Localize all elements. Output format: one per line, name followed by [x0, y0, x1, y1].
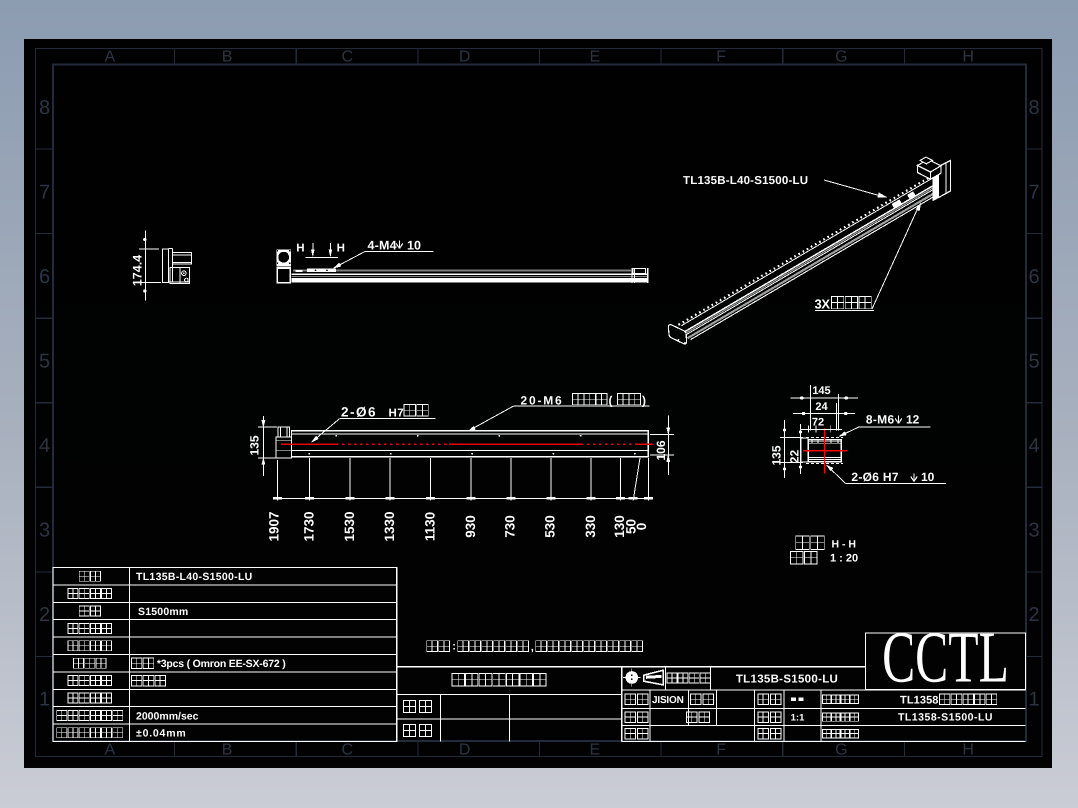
svg-text:E: E — [589, 742, 600, 759]
svg-text:TL1358: TL1358 — [900, 695, 939, 707]
svg-text:2-Ø6 H7: 2-Ø6 H7 — [851, 470, 898, 484]
svg-text::: : — [452, 641, 456, 653]
svg-text:174.4: 174.4 — [131, 255, 145, 286]
svg-text:7: 7 — [39, 181, 50, 203]
svg-text:930: 930 — [463, 515, 478, 538]
svg-text:10: 10 — [407, 239, 421, 253]
svg-text:A: A — [104, 49, 115, 66]
svg-text:TL135B-L40-S1500-LU: TL135B-L40-S1500-LU — [136, 571, 253, 583]
svg-text:A: A — [104, 742, 115, 759]
svg-text:S1500mm: S1500mm — [138, 606, 188, 618]
svg-text:8: 8 — [1028, 97, 1039, 119]
svg-text:D: D — [459, 49, 471, 66]
svg-text:22: 22 — [788, 450, 802, 464]
svg-text:(: ( — [609, 394, 613, 408]
svg-text:CCTL: CCTL — [882, 617, 1009, 698]
svg-text:F: F — [716, 49, 726, 66]
svg-text:D: D — [459, 742, 471, 759]
svg-text:2: 2 — [1028, 604, 1039, 626]
svg-text:*3pcs ( Omron EE-SX-672 ): *3pcs ( Omron EE-SX-672 ) — [157, 658, 286, 670]
svg-text:3: 3 — [1028, 520, 1039, 542]
svg-text:135: 135 — [770, 445, 784, 465]
svg-text:G: G — [835, 742, 847, 759]
svg-text:C: C — [342, 49, 354, 66]
svg-text:3X: 3X — [815, 297, 831, 312]
svg-text:4-M4: 4-M4 — [368, 239, 397, 253]
svg-text:1 : 20: 1 : 20 — [830, 553, 858, 565]
svg-text:530: 530 — [543, 515, 558, 538]
svg-text:4: 4 — [1028, 435, 1039, 457]
svg-text:H - H: H - H — [832, 539, 857, 551]
svg-text:1: 1 — [1028, 689, 1039, 711]
svg-text:1530: 1530 — [342, 511, 357, 541]
svg-text:72: 72 — [812, 417, 824, 429]
svg-text:H7: H7 — [389, 408, 405, 420]
svg-text:,: , — [531, 642, 534, 654]
svg-text:6: 6 — [1028, 266, 1039, 288]
svg-text:E: E — [589, 49, 600, 66]
svg-text:1130: 1130 — [422, 512, 437, 541]
svg-text:B: B — [222, 742, 233, 759]
svg-text:2-Ø6: 2-Ø6 — [341, 405, 377, 420]
svg-text:1730: 1730 — [301, 511, 316, 541]
svg-text:H: H — [962, 49, 974, 66]
svg-text:2: 2 — [39, 604, 50, 626]
svg-text:4: 4 — [39, 435, 50, 457]
svg-text:145: 145 — [812, 385, 830, 397]
svg-text:B: B — [222, 49, 233, 66]
svg-text:20-M6: 20-M6 — [521, 394, 564, 408]
svg-text:C: C — [342, 742, 354, 759]
svg-text:F: F — [716, 742, 726, 759]
svg-text:12: 12 — [906, 413, 920, 427]
svg-text:135: 135 — [248, 435, 262, 455]
svg-text:): ) — [642, 394, 646, 408]
svg-text:2000mm/sec: 2000mm/sec — [136, 710, 199, 722]
svg-text:JISION: JISION — [652, 695, 684, 706]
svg-text:1330: 1330 — [382, 511, 397, 541]
svg-text:106: 106 — [654, 440, 668, 460]
svg-text:3: 3 — [39, 520, 50, 542]
svg-text:TL1358-S1500-LU: TL1358-S1500-LU — [898, 712, 993, 724]
svg-text:730: 730 — [503, 515, 518, 538]
svg-text:330: 330 — [583, 515, 598, 538]
svg-text:5: 5 — [39, 350, 50, 372]
svg-text:10: 10 — [921, 470, 935, 484]
svg-text:TL135B-L40-S1500-LU: TL135B-L40-S1500-LU — [683, 175, 808, 187]
svg-text:7: 7 — [1028, 181, 1039, 203]
svg-text:H: H — [296, 243, 304, 255]
svg-text:24: 24 — [815, 401, 828, 413]
svg-text:130: 130 — [612, 515, 627, 538]
svg-text:1:1: 1:1 — [791, 713, 805, 724]
svg-text:0: 0 — [634, 523, 649, 531]
svg-text:H: H — [962, 742, 974, 759]
svg-text:1: 1 — [39, 689, 50, 711]
svg-text:50: 50 — [624, 519, 639, 534]
svg-text:TL135B-S1500-LU: TL135B-S1500-LU — [736, 674, 838, 686]
svg-text:6: 6 — [39, 266, 50, 288]
svg-text:8-M6: 8-M6 — [866, 413, 895, 427]
svg-text:8: 8 — [39, 97, 50, 119]
svg-text:±0.04mm: ±0.04mm — [136, 728, 186, 740]
svg-text:H: H — [337, 243, 345, 255]
svg-text:G: G — [835, 49, 847, 66]
svg-text:1907: 1907 — [267, 511, 282, 541]
svg-text:5: 5 — [1028, 350, 1039, 372]
